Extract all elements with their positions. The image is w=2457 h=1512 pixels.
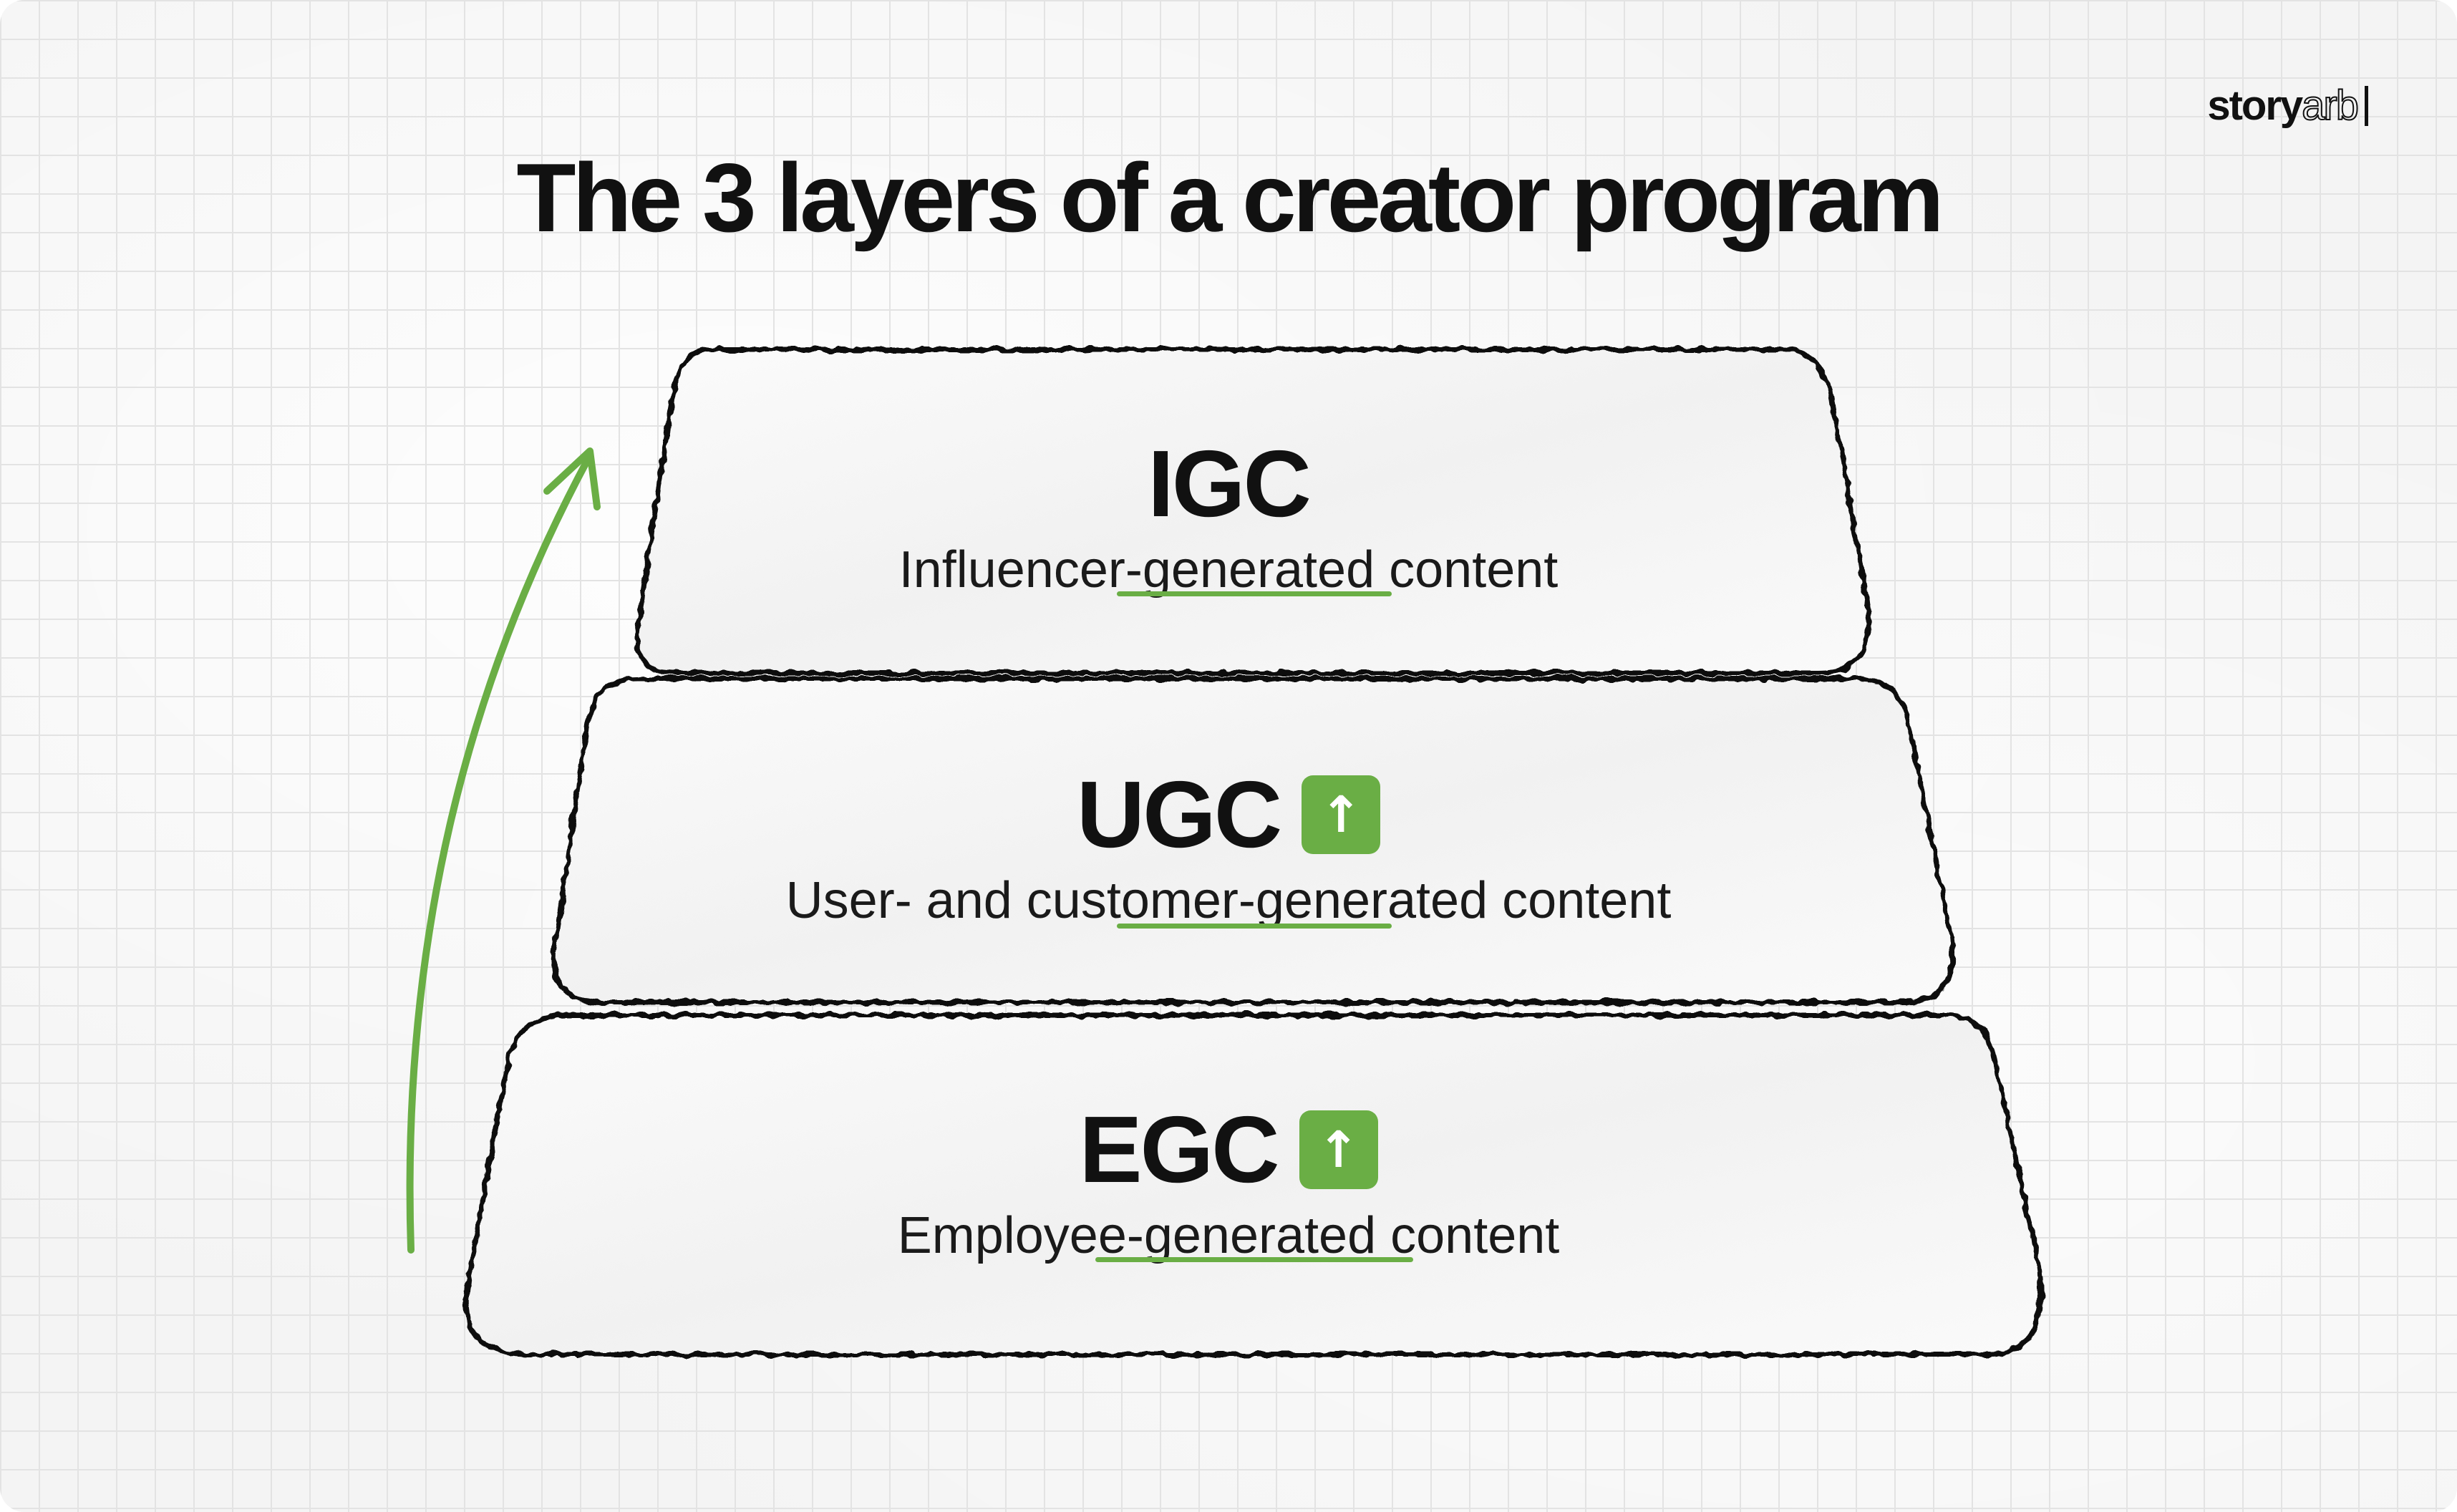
generated-underline	[1117, 591, 1392, 596]
layer-acronym: UGC	[1076, 762, 1282, 867]
layer-description: Employee-generated content	[897, 1207, 1560, 1264]
arrow-up-icon: ↑	[1302, 775, 1381, 854]
layer-igc: IGC Influencer-generated content	[0, 437, 2457, 596]
layer-egc: EGC ↑ Employee-generated content	[0, 1097, 2457, 1264]
page-title: The 3 layers of a creator program	[516, 143, 1944, 252]
layer-shape-egc	[463, 1012, 2043, 1357]
logo-outline-text: arb	[2301, 82, 2360, 130]
growth-arrow-icon	[406, 447, 601, 1254]
logo-cursor-bar	[2365, 85, 2368, 126]
layer-ugc: UGC ↑ User- and customer-generated conte…	[0, 762, 2457, 929]
layer-acronym: EGC	[1079, 1097, 1279, 1202]
generated-underline	[1095, 1257, 1413, 1262]
arrow-up-icon: ↑	[1299, 1110, 1378, 1189]
layer-acronym: IGC	[1148, 431, 1312, 536]
logo-solid-text: story	[2207, 82, 2303, 129]
layer-description: Influencer-generated content	[898, 541, 1559, 598]
layer-shape-ugc	[551, 676, 1956, 1005]
layer-shape-igc	[634, 346, 1872, 676]
generated-underline	[1117, 924, 1392, 929]
layer-description: User- and customer-generated content	[785, 872, 1672, 929]
